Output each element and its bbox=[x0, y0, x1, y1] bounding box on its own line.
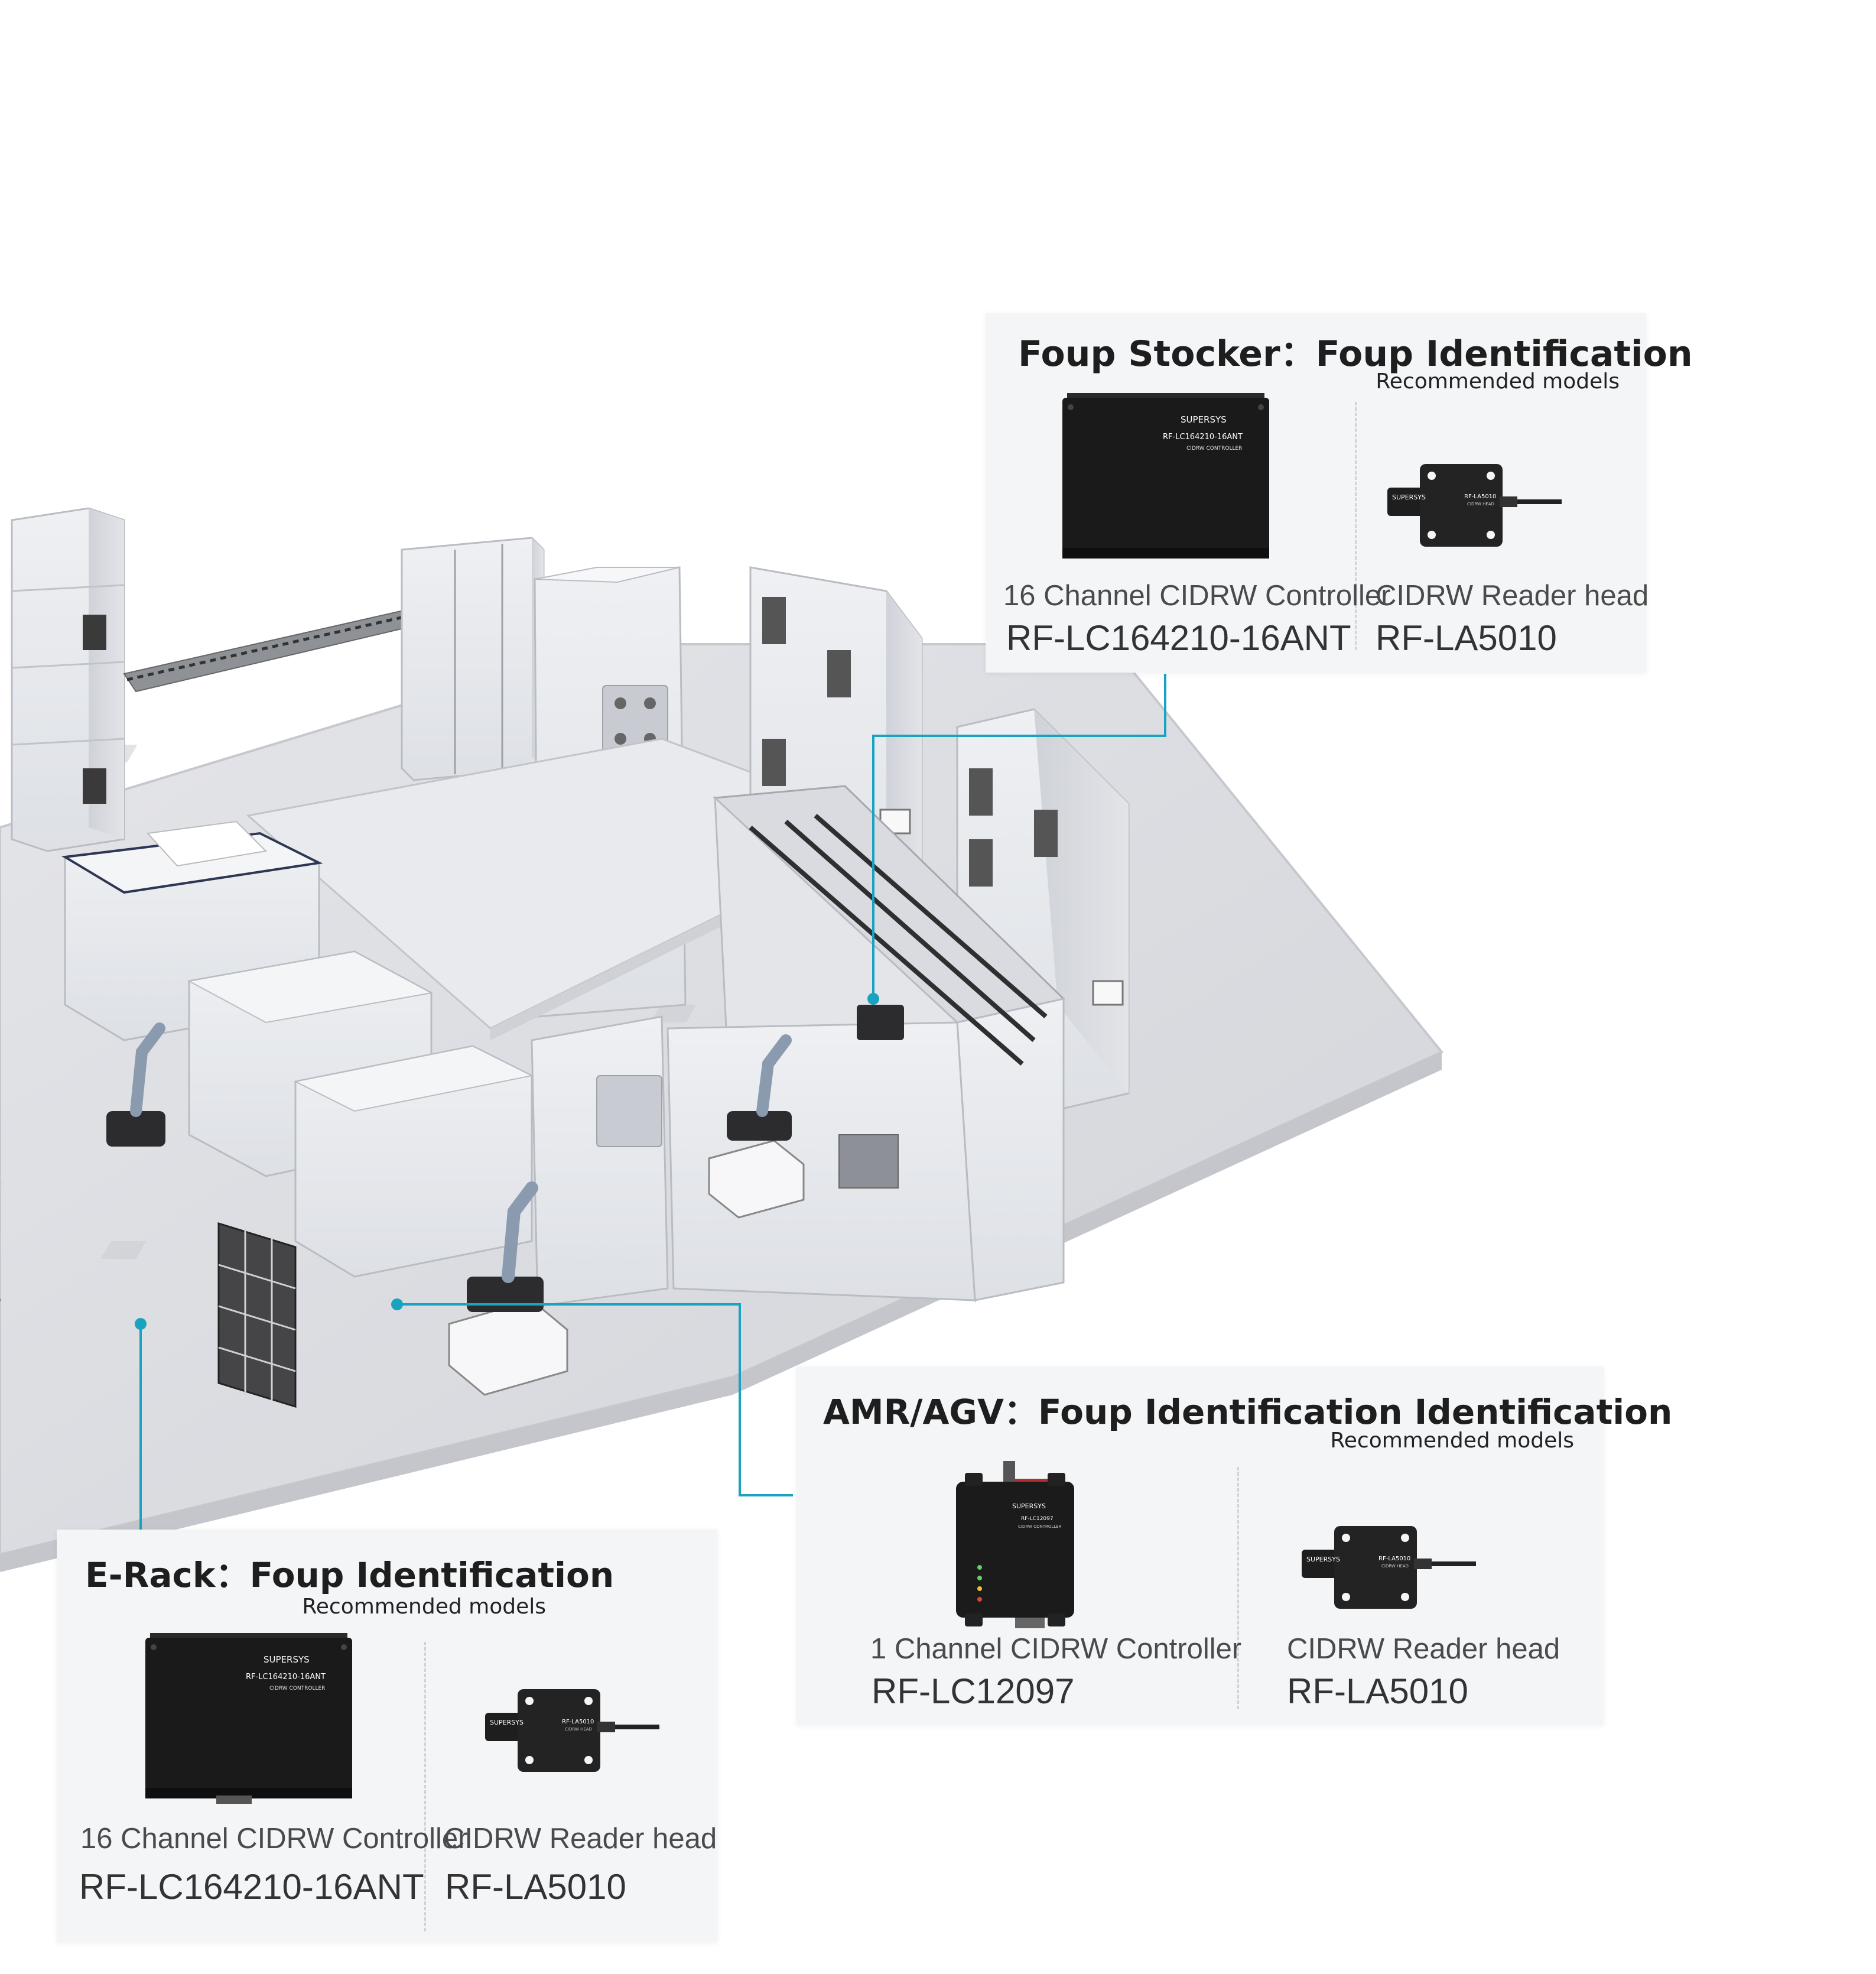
device-brand-text: SUPERSYS bbox=[1392, 493, 1426, 501]
device-model-text: RF-LA5010 bbox=[1378, 1556, 1410, 1562]
device-type-text: CIDRW HEAD bbox=[1381, 1564, 1409, 1569]
controller-description: 16 Channel CIDRW Controller bbox=[80, 1823, 468, 1855]
left-stocker-tower bbox=[11, 507, 125, 852]
panel-subtitle: Recommended models bbox=[302, 1595, 546, 1619]
reader-head-image: SUPERSYS RF-LA5010 CIDRW HEAD bbox=[1387, 464, 1562, 547]
amr-robot-2 bbox=[708, 1034, 805, 1219]
connector-dot-stocker bbox=[867, 993, 879, 1005]
rfid-reader-stocker bbox=[857, 1005, 904, 1040]
controller-model: RF-LC12097 bbox=[872, 1671, 1075, 1711]
controller-16ch-image: SUPERSYS RF-LC164210-16ANT CIDRW CONTROL… bbox=[1062, 393, 1269, 559]
overhead-conveyor bbox=[123, 602, 450, 693]
device-brand-text: SUPERSYS bbox=[1181, 414, 1227, 425]
amr-robot-3 bbox=[106, 1022, 165, 1147]
controller-16ch-image: SUPERSYS RF-LC164210-16ANT CIDRW CONTROL… bbox=[145, 1633, 352, 1804]
reader-model: RF-LA5010 bbox=[1287, 1671, 1468, 1711]
connector-lines bbox=[139, 674, 1166, 1537]
device-brand-text: SUPERSYS bbox=[1306, 1556, 1340, 1563]
reader-head-image: SUPERSYS RF-LA5010 CIDRW HEAD bbox=[1302, 1526, 1476, 1609]
device-type-text: CIDRW HEAD bbox=[1467, 502, 1494, 507]
connector-dot-erack bbox=[135, 1318, 147, 1330]
controller-description: 16 Channel CIDRW Controller bbox=[1003, 580, 1391, 612]
process-tool-3 bbox=[293, 1045, 534, 1278]
controller-description: 1 Channel CIDRW Controller bbox=[870, 1633, 1242, 1665]
panel-subtitle: Recommended models bbox=[1376, 369, 1620, 394]
reader-description: CIDRW Reader head bbox=[1287, 1633, 1560, 1665]
controller-1ch-image: SUPERSYS RF-LC12097 CIDRW CONTROLLER bbox=[956, 1461, 1074, 1628]
panel-subtitle: Recommended models bbox=[1330, 1428, 1574, 1453]
reader-head-image: SUPERSYS RF-LA5010 CIDRW HEAD bbox=[485, 1689, 659, 1772]
panel-title: Foup Stocker：Foup Identification bbox=[1018, 333, 1693, 375]
device-type-text: CIDRW HEAD bbox=[565, 1727, 592, 1732]
device-model-text: RF-LC12097 bbox=[1021, 1516, 1054, 1522]
device-brand-text: SUPERSYS bbox=[1012, 1502, 1046, 1510]
e-rack-panel: E-Rack：Foup Identification Recommended m… bbox=[57, 1530, 717, 1942]
controller-model: RF-LC164210-16ANT bbox=[1006, 618, 1351, 658]
reader-model: RF-LA5010 bbox=[445, 1867, 626, 1907]
reader-description: CIDRW Reader head bbox=[1376, 580, 1649, 612]
device-type-text: CIDRW CONTROLLER bbox=[1186, 446, 1242, 452]
panel-divider bbox=[1237, 1467, 1239, 1709]
center-pillar bbox=[531, 1015, 669, 1307]
panel-title: AMR/AGV：Foup Identification Identificati… bbox=[823, 1392, 1673, 1432]
reader-model: RF-LA5010 bbox=[1376, 618, 1557, 658]
reader-description: CIDRW Reader head bbox=[444, 1823, 717, 1855]
device-model-text: RF-LC164210-16ANT bbox=[246, 1673, 326, 1681]
panel-divider bbox=[1355, 402, 1357, 650]
device-model-text: RF-LC164210-16ANT bbox=[1163, 433, 1243, 441]
device-type-text: CIDRW CONTROLLER bbox=[1018, 1524, 1062, 1529]
device-brand-text: SUPERSYS bbox=[490, 1719, 524, 1726]
device-model-text: RF-LA5010 bbox=[1464, 493, 1496, 500]
amr-agv-panel: AMR/AGV：Foup Identification Identificati… bbox=[796, 1366, 1672, 1725]
device-type-text: CIDRW CONTROLLER bbox=[269, 1686, 325, 1691]
panel-title: E-Rack：Foup Identification bbox=[85, 1555, 615, 1595]
device-model-text: RF-LA5010 bbox=[562, 1719, 594, 1725]
foup-stocker-panel: Foup Stocker：Foup Identification Recomme… bbox=[986, 313, 1693, 673]
controller-model: RF-LC164210-16ANT bbox=[79, 1867, 424, 1907]
e-rack bbox=[217, 1222, 297, 1408]
connector-dot-amr bbox=[391, 1298, 403, 1310]
panel-divider bbox=[424, 1642, 426, 1931]
device-brand-text: SUPERSYS bbox=[264, 1654, 310, 1665]
